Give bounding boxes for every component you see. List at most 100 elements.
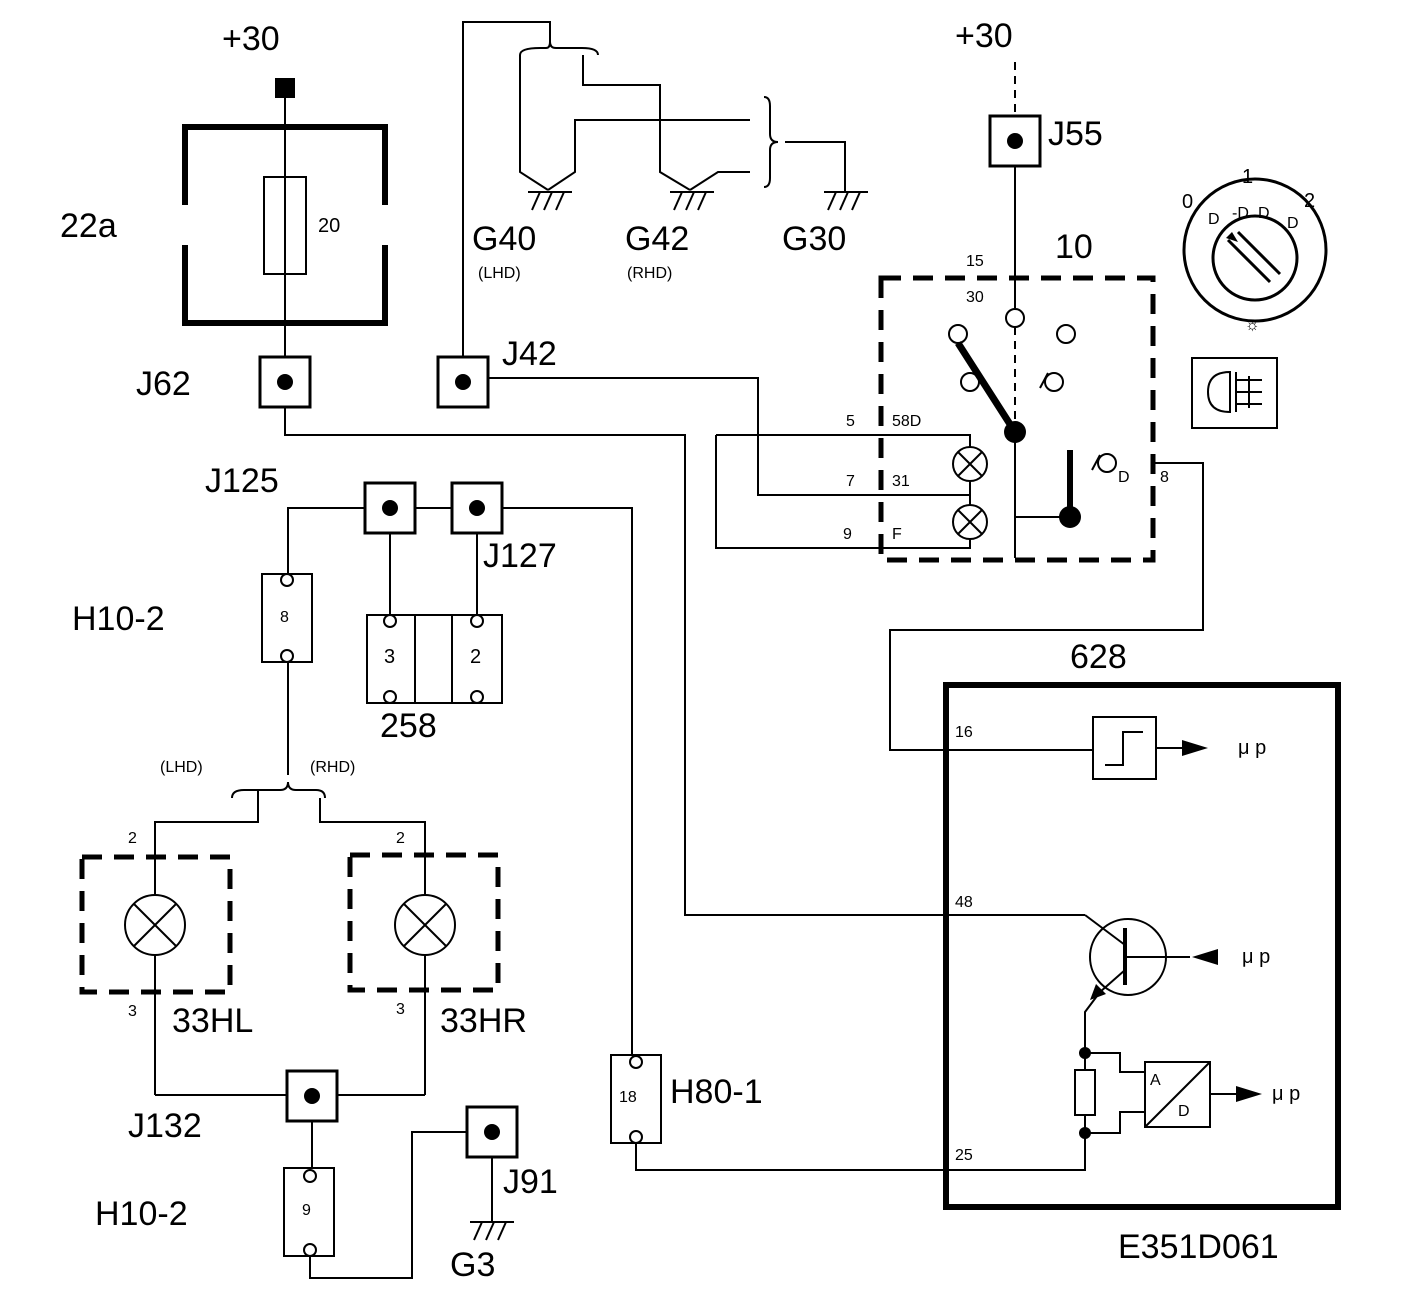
ground-g42-symbol xyxy=(670,191,714,211)
ground-g42-note: (RHD) xyxy=(627,265,672,282)
switch-pin-31: 31 xyxy=(892,473,910,490)
switch-indicator-lamp-2-cross xyxy=(957,509,983,535)
connector-j125-label: J125 xyxy=(205,462,279,500)
knob-pos-0: 0 xyxy=(1182,191,1193,213)
ecu-adc-d: D xyxy=(1178,1103,1190,1120)
switch-pin-7: 7 xyxy=(846,473,855,490)
module-258 xyxy=(366,614,503,704)
ecu-pin-48: 48 xyxy=(955,894,973,911)
switch-pin-f: F xyxy=(892,526,902,543)
lamp-33hr-pin2: 2 xyxy=(396,830,405,847)
wire-j42-up xyxy=(462,21,551,357)
brace-top xyxy=(519,41,599,56)
knob-pos-1: 1 xyxy=(1242,166,1253,188)
harness-h80-label: H80-1 xyxy=(670,1073,763,1111)
switch-contact-b xyxy=(1044,372,1064,392)
harness-h10-bot-pin-out xyxy=(303,1243,317,1257)
brace-lamps xyxy=(231,781,326,799)
switch-lever xyxy=(955,341,1018,434)
ecu-pin-16: 16 xyxy=(955,724,973,741)
ecu-up1-label: μ p xyxy=(1238,737,1266,759)
knob-pos-2: 2 xyxy=(1304,190,1315,212)
ground-g40-label: G40 xyxy=(472,220,536,258)
connector-j42 xyxy=(436,355,490,409)
connector-j55-dot xyxy=(1007,133,1023,149)
ecu-up3-arrow-icon xyxy=(1236,1086,1262,1102)
supply-left-terminal xyxy=(275,78,295,98)
wire-g42-right xyxy=(689,171,750,191)
connector-j42-dot xyxy=(455,374,471,390)
ecu-adc-in-top xyxy=(1085,1052,1145,1073)
harness-h10-top-pin: 8 xyxy=(280,609,289,626)
connector-j55-label: J55 xyxy=(1048,115,1103,153)
svg-text:-D: -D xyxy=(1232,205,1249,222)
ground-g40-symbol xyxy=(528,191,572,211)
switch-pin-15: 15 xyxy=(966,253,984,270)
wire-j125-bus xyxy=(287,507,633,1060)
switch-pin-d: D xyxy=(1118,469,1130,486)
switch-contact-30 xyxy=(1005,308,1025,328)
harness-h10-top-pin-in xyxy=(280,573,294,587)
harness-h10-top-connector xyxy=(261,573,313,663)
harness-h10-top-pin-out xyxy=(280,649,294,663)
ecu-pin-25: 25 xyxy=(955,1147,973,1164)
connector-j127-label: J127 xyxy=(483,537,557,575)
connector-j62-label: J62 xyxy=(136,365,191,403)
svg-text:D: D xyxy=(1287,215,1299,232)
wire-to-33hr xyxy=(319,798,426,895)
switch-contact-b-tail xyxy=(1039,372,1049,389)
ecu-up1-arrow-icon xyxy=(1182,740,1208,756)
light-switch-10 xyxy=(878,275,1156,563)
wire-j62-to-ecu48 xyxy=(284,407,1085,916)
connector-j132-label: J132 xyxy=(128,1107,202,1145)
switch-pin-30: 30 xyxy=(966,289,984,306)
switch-pin-9: 9 xyxy=(843,526,852,543)
lamp-33hl-pin3: 3 xyxy=(128,1003,137,1020)
lamp-lhd-note: (LHD) xyxy=(160,759,203,776)
connector-j125-dot xyxy=(382,500,398,516)
module-258-pin3: 3 xyxy=(384,646,395,668)
ground-g3-label: G3 xyxy=(450,1246,495,1284)
ecu-schmitt-trigger xyxy=(1092,716,1157,780)
harness-h10-bot-pin-in xyxy=(303,1169,317,1183)
lamp-rhd-note: (RHD) xyxy=(310,759,355,776)
ecu-transistor-collector xyxy=(1084,914,1126,946)
connector-j127-dot xyxy=(469,500,485,516)
ecu-transistor-emitter xyxy=(1099,969,1126,993)
module-258-label: 258 xyxy=(380,707,437,745)
connector-j132-dot xyxy=(304,1088,320,1104)
lamp-33hr-cross xyxy=(403,903,447,947)
switch-contact-0 xyxy=(948,324,968,344)
ecu-adc-a: A xyxy=(1150,1072,1161,1089)
ecu-schmitt-symbol xyxy=(1105,731,1143,766)
ecu-adc-in-bottom xyxy=(1085,1111,1145,1134)
lamp-33hr-pin3: 3 xyxy=(396,1001,405,1018)
wire-to-33hl xyxy=(154,790,259,895)
svg-text:D: D xyxy=(1258,205,1270,222)
switch-contact-d-tail xyxy=(1091,454,1101,471)
ground-g3-symbol xyxy=(470,1221,514,1241)
ecu-up2-arrow-icon xyxy=(1192,949,1218,965)
ecu-up2-label: μ p xyxy=(1242,946,1270,968)
switch-indicator-lamp-1-cross xyxy=(957,451,983,477)
ecu-label: 628 xyxy=(1070,638,1127,676)
harness-h80-connector xyxy=(610,1054,662,1144)
rotary-knob-icon: D -D D D ☼ xyxy=(1182,177,1328,334)
connector-j91-label: J91 xyxy=(503,1163,558,1201)
switch-pin-58d: 58D xyxy=(892,413,921,430)
rear-fog-lamp-icon xyxy=(1191,357,1278,429)
fuse-rating: 20 xyxy=(318,215,340,237)
ground-g30-label: G30 xyxy=(782,220,846,258)
ground-g40-note: (LHD) xyxy=(478,265,521,282)
connector-j42-label: J42 xyxy=(502,335,557,373)
connector-j62-dot xyxy=(277,374,293,390)
wire-pin5-58d xyxy=(716,434,971,447)
switch-contact-d xyxy=(1097,453,1117,473)
harness-h80-pin-in xyxy=(629,1055,643,1069)
wire-to-g30 xyxy=(785,141,846,192)
brace-right xyxy=(763,96,779,188)
module-258-pin2: 2 xyxy=(470,646,481,668)
switch-pin-8: 8 xyxy=(1160,469,1169,486)
svg-text:D: D xyxy=(1208,211,1220,228)
